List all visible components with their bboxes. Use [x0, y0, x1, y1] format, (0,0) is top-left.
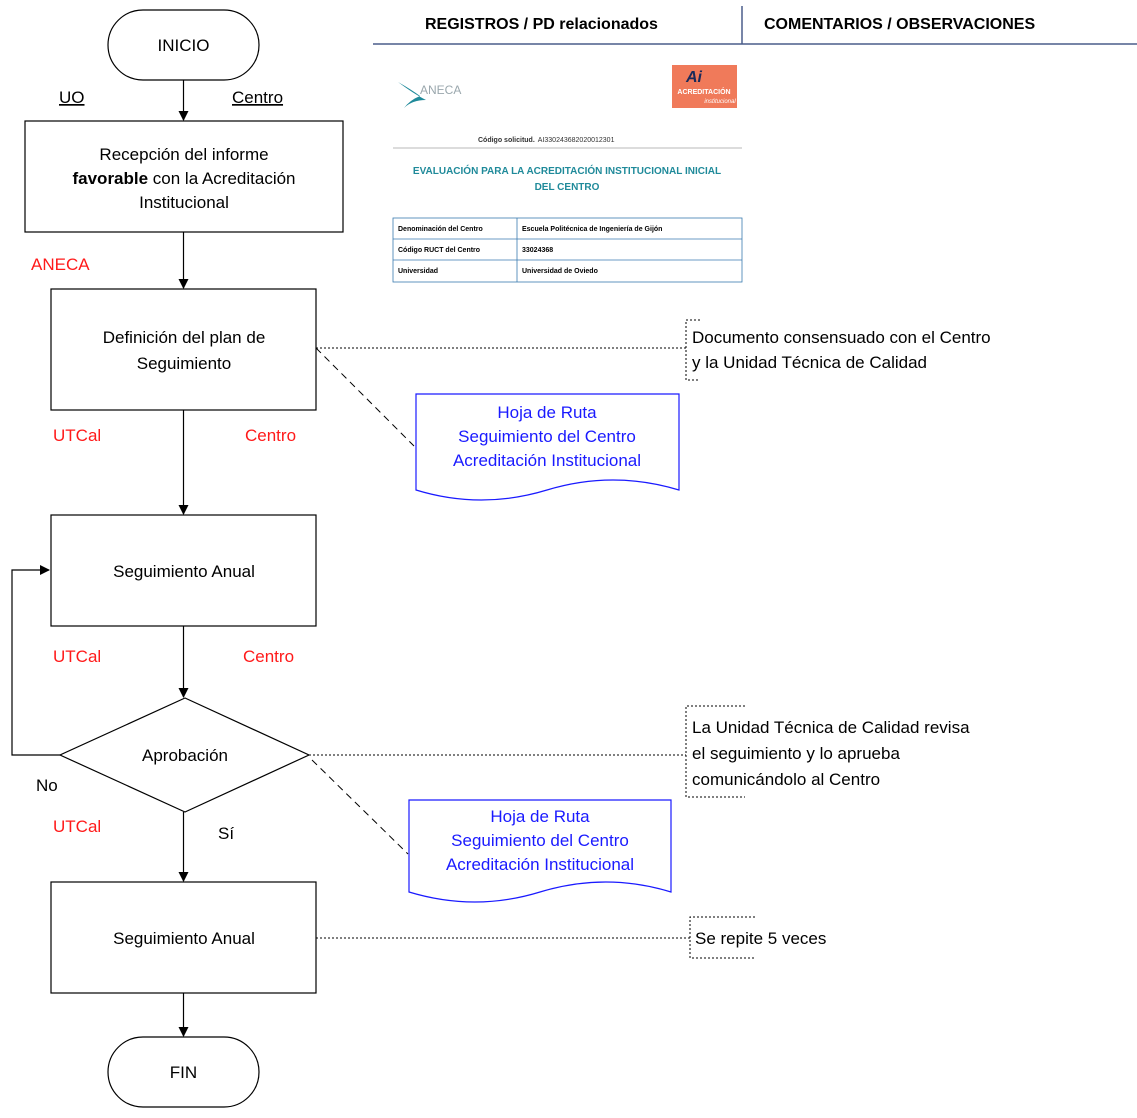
- annual-step-2: Seguimiento Anual: [50, 881, 317, 994]
- report-title-line1: EVALUACIÓN PARA LA ACREDITACIÓN INSTITUC…: [413, 164, 721, 177]
- document-2-line2: Seguimiento del Centro: [451, 831, 629, 850]
- report-title-line2: DEL CENTRO: [535, 182, 600, 193]
- annual-box-2: [50, 881, 317, 994]
- document-2: Hoja de Ruta Seguimiento del Centro Acre…: [408, 799, 672, 903]
- ai-acreditacion-logo: Ai ACREDITACIÓN institucional: [672, 65, 737, 108]
- end-label: FIN: [170, 1063, 197, 1082]
- codigo-solicitud: Código solicitud.AI330243682020012301: [478, 137, 615, 144]
- responsible-aneca: ANECA: [31, 255, 90, 274]
- table-cell: Universidad de Oviedo: [522, 268, 598, 275]
- note-2-line1: La Unidad Técnica de Calidad revisa: [692, 718, 970, 737]
- reception-step: Recepción del informe favorable con la A…: [24, 120, 344, 233]
- header-comentarios: COMENTARIOS / OBSERVACIONES: [764, 16, 1035, 33]
- connector-plan-to-document-1: [315, 347, 415, 447]
- reception-line3: Institucional: [139, 193, 229, 212]
- responsible-centro-1: Centro: [245, 426, 296, 445]
- aneca-logo-text: ANECA: [420, 83, 461, 97]
- decision-diamond: [58, 697, 311, 813]
- report-table: Denominación del Centro Escuela Politécn…: [392, 217, 743, 283]
- responsible-centro-2: Centro: [243, 647, 294, 666]
- aneca-logo: ANECA: [398, 82, 461, 108]
- note-2-line2: el seguimiento y lo aprueba: [692, 744, 900, 763]
- report-table-frame: [392, 217, 743, 283]
- branch-no: No: [36, 776, 58, 795]
- note-1-line1: Documento consensuado con el Centro: [692, 328, 991, 347]
- annual-step-1: Seguimiento Anual: [50, 514, 317, 627]
- document-1-shape: [415, 393, 680, 501]
- note-1-line2: y la Unidad Técnica de Calidad: [692, 353, 927, 372]
- table-cell: Denominación del Centro: [398, 226, 483, 233]
- header-registros: REGISTROS / PD relacionados: [425, 16, 658, 33]
- branch-si: Sí: [218, 824, 234, 843]
- responsible-utcal-2: UTCal: [53, 647, 101, 666]
- table-cell: Universidad: [398, 268, 438, 275]
- column-headers: REGISTROS / PD relacionados COMENTARIOS …: [373, 6, 1137, 45]
- table-cell: Código RUCT del Centro: [398, 247, 480, 254]
- report-thumbnail: ANECA Ai ACREDITACIÓN institucional Códi…: [392, 65, 743, 283]
- start-terminal: INICIO: [107, 9, 260, 81]
- document-1-line2: Seguimiento del Centro: [458, 427, 636, 446]
- annual-label-2: Seguimiento Anual: [113, 929, 255, 948]
- ai-logo-line1: ACREDITACIÓN: [677, 87, 730, 96]
- reception-line1: Recepción del informe: [99, 145, 268, 164]
- responsible-utcal-3: UTCal: [53, 817, 101, 836]
- loop-back-arrow: [11, 565, 60, 756]
- reception-line2: favorable con la Acreditación: [72, 169, 295, 188]
- note-3-line1: Se repite 5 veces: [695, 929, 826, 948]
- document-2-line1: Hoja de Ruta: [490, 807, 590, 826]
- plan-box: [50, 288, 317, 411]
- decision-step: Aprobación: [58, 697, 311, 813]
- note-1-bracket: [685, 319, 700, 381]
- annual-label-1: Seguimiento Anual: [113, 562, 255, 581]
- connector-decision-to-document-2: [311, 759, 409, 855]
- ai-logo-line2: institucional: [704, 99, 736, 105]
- plan-step: Definición del plan de Seguimiento: [50, 288, 317, 411]
- start-label: INICIO: [158, 36, 210, 55]
- table-cell: 33024368: [522, 247, 553, 254]
- document-1: Hoja de Ruta Seguimiento del Centro Acre…: [415, 393, 680, 501]
- plan-line2: Seguimiento: [137, 354, 232, 373]
- end-terminal-shape: [107, 1036, 260, 1108]
- note-2-line3: comunicándolo al Centro: [692, 770, 880, 789]
- decision-label: Aprobación: [142, 746, 228, 765]
- end-terminal: FIN: [107, 1036, 260, 1108]
- document-2-shape: [408, 799, 672, 903]
- responsible-utcal-1: UTCal: [53, 426, 101, 445]
- table-cell: Escuela Politécnica de Ingeniería de Gij…: [522, 226, 662, 233]
- document-1-line1: Hoja de Ruta: [497, 403, 597, 422]
- note-3-bracket: [689, 916, 755, 959]
- plan-line1: Definición del plan de: [103, 328, 266, 347]
- document-1-line3: Acreditación Institucional: [453, 451, 641, 470]
- note-2-bracket: [685, 705, 745, 798]
- ai-logo-big: Ai: [685, 69, 703, 86]
- document-2-line3: Acreditación Institucional: [446, 855, 634, 874]
- lane-label-uo: UO: [59, 88, 85, 107]
- lane-label-centro: Centro: [232, 88, 283, 107]
- ai-logo-background: [672, 65, 737, 108]
